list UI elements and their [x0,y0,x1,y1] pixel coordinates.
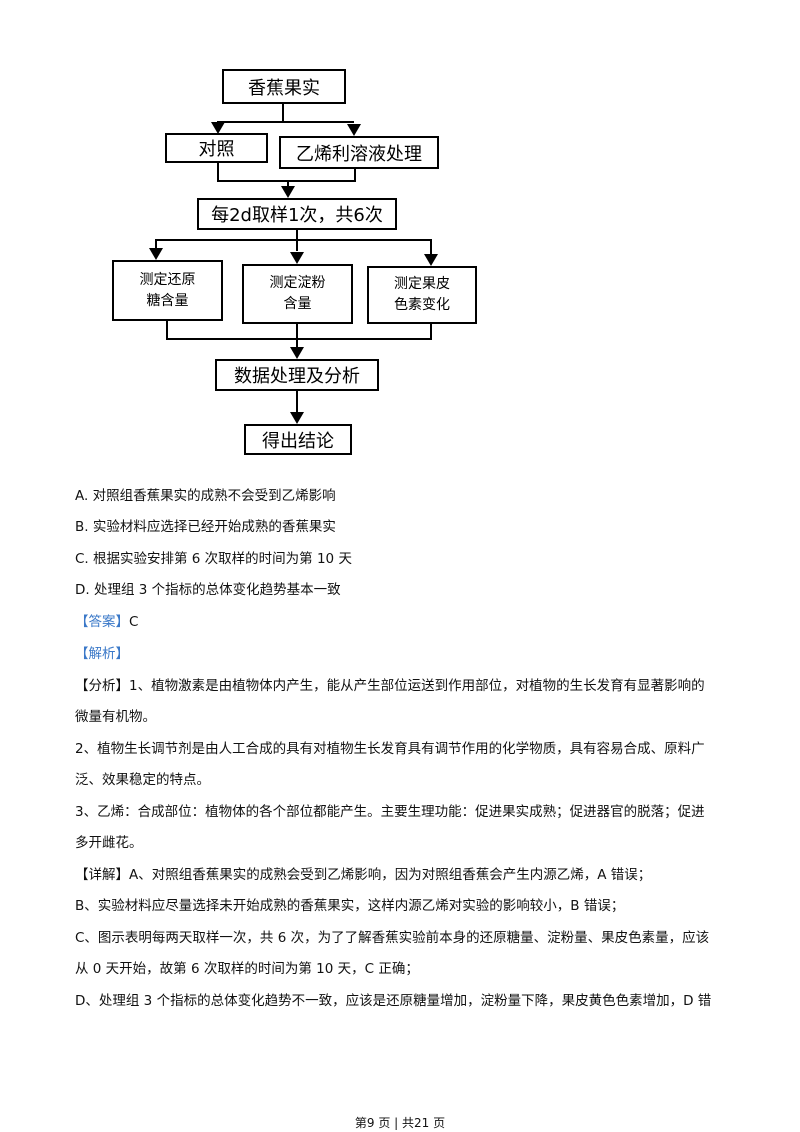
connector-line [217,163,219,181]
option-d: D. 处理组 3 个指标的总体变化趋势基本一致 [75,582,341,598]
xiangjie-label: 【详解】 [75,867,129,883]
detail-line-b: B、实验材料应尽量选择未开始成熟的香蕉果实，这样内源乙烯对实验的影响较小，B 错… [75,898,625,914]
detail-line-c-2: 从 0 天开始，故第 6 次取样的时间为第 10 天，C 正确； [75,961,419,977]
paragraph-3-line-2: 多开雌花。 [75,835,143,851]
analysis-label: 【解析】 [75,646,129,662]
arrow-down-icon [281,186,295,198]
arrow-down-icon [211,122,225,134]
paragraph-2-line-2: 泛、效果稳定的特点。 [75,772,210,788]
connector-line [287,180,289,186]
connector-line [296,239,298,251]
paragraph-1-line-1: 【分析】1、植物激素是由植物体内产生，能从产生部位运送到作用部位，对植物的生长发… [75,676,730,696]
answer-label: 【答案】 [75,614,129,630]
paragraph-text: 1、植物激素是由植物体内产生，能从产生部位运送到作用部位，对植物的生长发育有显著… [129,678,705,694]
paragraph-1-line-2: 微量有机物。 [75,709,156,725]
connector-line [166,321,168,339]
box-banana-fruit: 香蕉果实 [222,69,346,104]
arrow-down-icon [290,412,304,424]
detail-text: A、对照组香蕉果实的成熟会受到乙烯影响，因为对照组香蕉会产生内源乙烯，A 错误； [129,867,652,883]
analysis-label-line: 【解析】 [75,644,730,664]
connector-line [217,121,354,123]
box-sampling: 每2d取样1次，共6次 [197,198,397,230]
connector-line [296,230,298,240]
answer-value: C [129,614,139,630]
connector-line [155,239,157,249]
experiment-flowchart: 香蕉果实 对照 乙烯利溶液处理 每2d取样1次，共6次 测定还原 糖含量 测定淀… [0,0,800,470]
arrow-down-icon [347,124,361,136]
box-conclusion: 得出结论 [244,424,352,455]
option-c: C. 根据实验安排第 6 次取样的时间为第 10 天 [75,551,352,567]
connector-line [217,180,356,182]
paragraph-2-line-1: 2、植物生长调节剂是由人工合成的具有对植物生长发育具有调节作用的化学物质，具有容… [75,741,705,757]
arrow-down-icon [290,347,304,359]
connector-line [166,338,432,340]
box-control: 对照 [165,133,268,163]
connector-line [296,391,298,413]
connector-line [296,324,298,339]
detail-line-a: 【详解】A、对照组香蕉果实的成熟会受到乙烯影响，因为对照组香蕉会产生内源乙烯，A… [75,865,730,885]
detail-line-d: D、处理组 3 个指标的总体变化趋势不一致，应该是还原糖量增加，淀粉量下降，果皮… [75,993,712,1009]
box-measure-reducing-sugar: 测定还原 糖含量 [112,260,223,321]
fenxi-label: 【分析】 [75,678,129,694]
paragraph-3-line-1: 3、乙烯：合成部位：植物体的各个部位都能产生。主要生理功能：促进果实成熟；促进器… [75,804,705,820]
connector-line [354,169,356,181]
page-footer: 第9 页 | 共21 页 [354,1116,446,1130]
arrow-down-icon [290,252,304,264]
connector-line [296,338,298,348]
option-b: B. 实验材料应选择已经开始成熟的香蕉果实 [75,519,336,535]
box-measure-peel-pigment: 测定果皮 色素变化 [367,266,477,324]
box-measure-starch: 测定淀粉 含量 [242,264,353,324]
connector-line [155,239,432,241]
option-a: A. 对照组香蕉果实的成熟不会受到乙烯影响 [75,488,336,504]
box-data-analysis: 数据处理及分析 [215,359,379,391]
box-ethephon-treatment: 乙烯利溶液处理 [279,136,439,169]
arrow-down-icon [149,248,163,260]
answer-line: 【答案】C [75,612,730,632]
arrow-down-icon [424,254,438,266]
connector-line [282,104,284,122]
connector-line [430,324,432,339]
detail-line-c-1: C、图示表明每两天取样一次，共 6 次，为了了解香蕉实验前本身的还原糖量、淀粉量… [75,930,710,946]
connector-line [430,239,432,254]
